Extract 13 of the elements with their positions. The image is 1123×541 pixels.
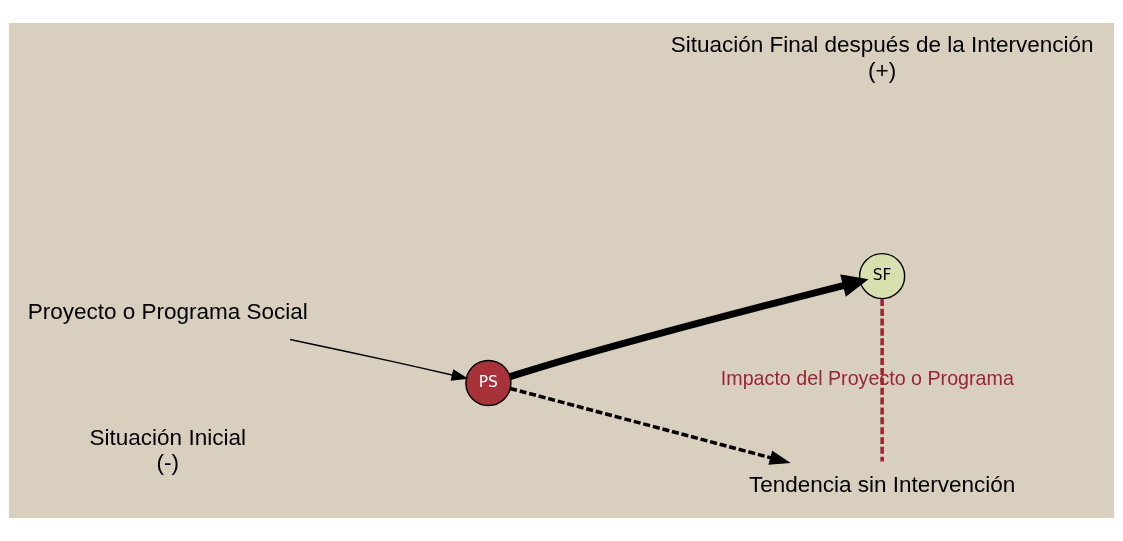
edge-label: Impacto del Proyecto o Programa — [720, 367, 1014, 390]
node-label: (+) — [868, 57, 897, 83]
node-label: Situación Inicial — [89, 424, 246, 450]
arrow — [509, 386, 791, 465]
node-circle: PS — [465, 359, 512, 407]
arrow — [289, 338, 469, 381]
node-text: Proyecto o Programa Social — [27, 299, 308, 325]
node-text: Tendencia sin Intervención — [748, 472, 1016, 498]
node-label: (-) — [156, 449, 179, 475]
node-label: Situación Final después de la Intervención — [670, 32, 1094, 58]
node-circle: SF — [858, 252, 906, 300]
arrow — [508, 274, 869, 380]
connector — [880, 299, 884, 462]
